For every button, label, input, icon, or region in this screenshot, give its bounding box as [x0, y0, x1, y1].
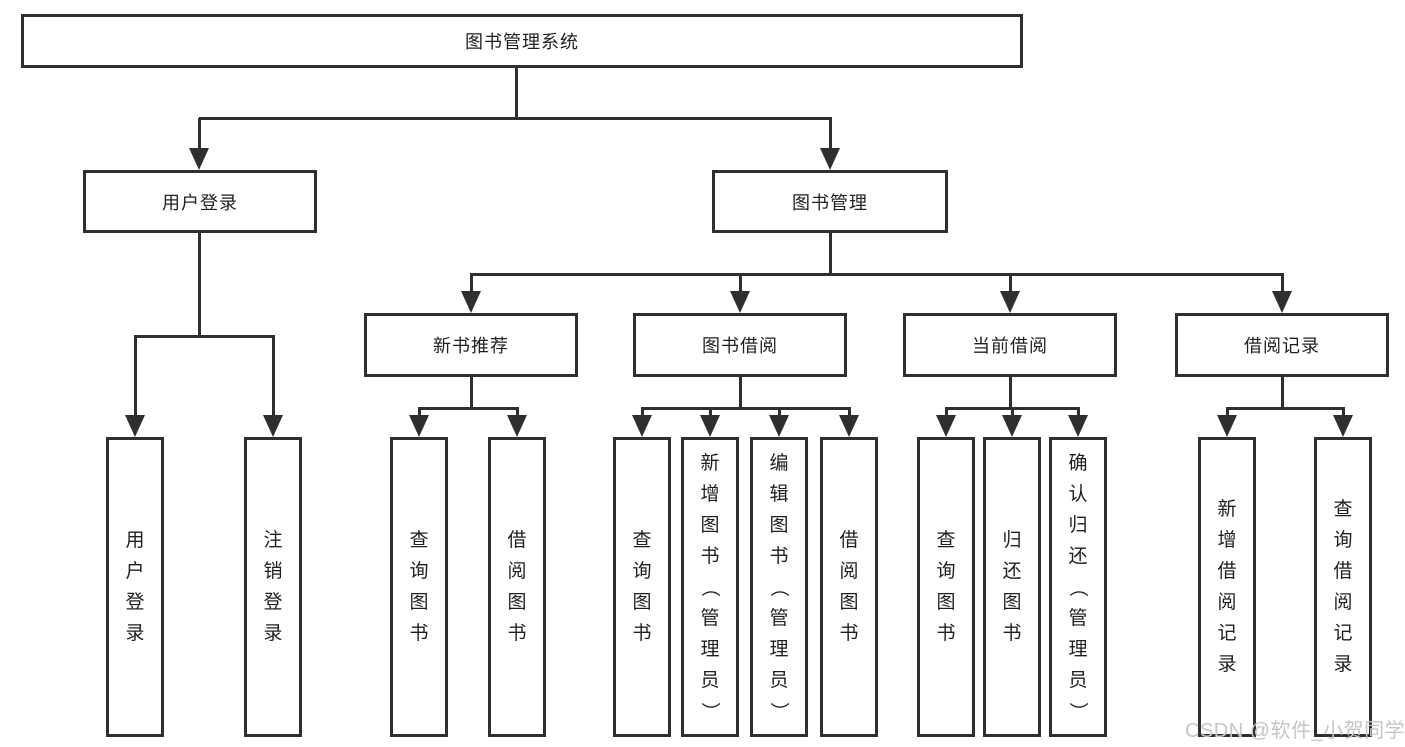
node-book-management: 图书管理 — [712, 170, 948, 233]
arrow-down-icon — [461, 291, 481, 313]
leaf-edit-books-admin: 编辑图书（管理员） — [750, 437, 808, 737]
connector-line — [418, 407, 421, 417]
connector-line — [739, 275, 742, 293]
connector-line — [709, 407, 712, 417]
connector-line — [516, 407, 519, 417]
arrow-down-icon — [409, 415, 429, 437]
connector-line — [418, 407, 519, 410]
node-book-borrowing: 图书借阅 — [633, 313, 847, 377]
connector-line — [272, 336, 275, 417]
leaf-logout: 注销登录 — [244, 437, 302, 737]
node-new-book-recommend: 新书推荐 — [364, 313, 578, 377]
leaf-query-books-current: 查询图书 — [917, 437, 975, 737]
connector-line — [848, 407, 851, 417]
connector-line — [1009, 275, 1012, 293]
connector-line — [641, 407, 851, 410]
arrow-down-icon — [1333, 415, 1353, 437]
connector-line — [1009, 377, 1012, 409]
connector-line — [470, 377, 473, 409]
arrow-down-icon — [263, 415, 283, 437]
arrow-down-icon — [936, 415, 956, 437]
connector-line — [1281, 377, 1284, 409]
arrow-down-icon — [1217, 415, 1237, 437]
leaf-query-borrow-record: 查询借阅记录 — [1314, 437, 1372, 737]
connector-line — [641, 407, 644, 417]
csdn-watermark: CSDN @软件_小贺同学 — [1185, 720, 1405, 742]
leaf-add-borrow-record: 新增借阅记录 — [1198, 437, 1256, 737]
connector-line — [134, 336, 137, 417]
arrow-down-icon — [820, 148, 840, 170]
node-root-system: 图书管理系统 — [21, 14, 1023, 68]
connector-line — [778, 407, 781, 417]
arrow-down-icon — [189, 148, 209, 170]
node-borrow-records: 借阅记录 — [1175, 313, 1389, 377]
leaf-query-books-borrowing: 查询图书 — [613, 437, 671, 737]
connector-line — [739, 377, 742, 409]
connector-line — [1077, 407, 1080, 417]
arrow-down-icon — [839, 415, 859, 437]
arrow-down-icon — [769, 415, 789, 437]
arrow-down-icon — [1002, 415, 1022, 437]
connector-line — [198, 233, 201, 337]
connector-line — [470, 273, 1284, 276]
connector-line — [1011, 407, 1014, 417]
leaf-query-books-recommend: 查询图书 — [390, 437, 448, 737]
leaf-confirm-return-admin: 确认归还（管理员） — [1049, 437, 1107, 737]
connector-line — [470, 275, 473, 293]
connector-line — [134, 335, 275, 338]
connector-line — [198, 118, 201, 150]
node-user-login: 用户登录 — [83, 170, 317, 233]
arrow-down-icon — [507, 415, 527, 437]
connector-line — [1226, 407, 1345, 410]
leaf-add-books-admin: 新增图书（管理员） — [681, 437, 739, 737]
connector-line — [199, 117, 832, 120]
arrow-down-icon — [125, 415, 145, 437]
arrow-down-icon — [1272, 291, 1292, 313]
node-current-borrowing: 当前借阅 — [903, 313, 1117, 377]
leaf-borrow-books: 借阅图书 — [820, 437, 878, 737]
arrow-down-icon — [1000, 291, 1020, 313]
connector-line — [945, 407, 948, 417]
leaf-user-login: 用户登录 — [106, 437, 164, 737]
connector-line — [515, 68, 518, 119]
arrow-down-icon — [700, 415, 720, 437]
connector-line — [1342, 407, 1345, 417]
arrow-down-icon — [632, 415, 652, 437]
leaf-borrow-books-recommend: 借阅图书 — [488, 437, 546, 737]
leaf-return-books: 归还图书 — [983, 437, 1041, 737]
connector-line — [829, 233, 832, 275]
connector-line — [1281, 275, 1284, 293]
connector-line — [829, 118, 832, 150]
arrow-down-icon — [1068, 415, 1088, 437]
connector-line — [1226, 407, 1229, 417]
arrow-down-icon — [730, 291, 750, 313]
